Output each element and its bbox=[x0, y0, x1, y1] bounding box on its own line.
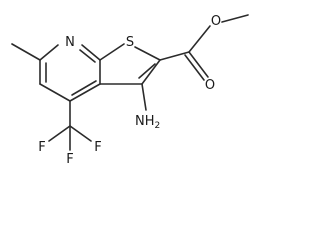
bond-cf3-f-left bbox=[48, 125, 71, 142]
bond-carbonyl-o-double-b bbox=[184, 54, 205, 81]
structure-canvas: N S O O NH2 F F F bbox=[11, 14, 249, 167]
bond-c6-methyl bbox=[11, 43, 41, 61]
atom-fluorine-right: F bbox=[94, 140, 101, 155]
bond-carbonyl-o-single bbox=[188, 25, 211, 53]
bond-o-methyl bbox=[221, 14, 249, 23]
bond-c4-c3a bbox=[69, 83, 101, 102]
bond-c7a-s bbox=[99, 43, 125, 61]
bond-c3-nh2 bbox=[141, 83, 147, 111]
bond-c7a-n-inner bbox=[79, 49, 96, 63]
molecule-structure: N S O O NH2 F F F bbox=[11, 14, 249, 167]
bonds bbox=[11, 14, 249, 151]
bond-c2-c3-inner bbox=[138, 63, 156, 79]
atom-carbonyl-oxygen: O bbox=[205, 78, 215, 93]
atom-fluorine-bottom: F bbox=[66, 152, 73, 167]
bond-c5-c4 bbox=[39, 83, 71, 102]
bond-c2-carbonyl bbox=[159, 51, 190, 61]
atom-labels: N S O O NH2 F F F bbox=[38, 14, 221, 167]
bond-c4-c3a-inner bbox=[71, 80, 97, 96]
atom-nitrogen: N bbox=[65, 35, 75, 50]
bond-s-c2 bbox=[134, 46, 161, 61]
atom-fluorine-left: F bbox=[38, 140, 45, 155]
atom-amine: NH2 bbox=[135, 114, 160, 131]
bond-cf3-f-right bbox=[69, 125, 92, 142]
bond-carbonyl-o-double-a bbox=[188, 51, 209, 78]
bond-c2-c3 bbox=[141, 59, 161, 85]
bond-c6-n bbox=[39, 44, 59, 61]
atom-sulfur: S bbox=[126, 35, 134, 50]
bond-c7a-n bbox=[81, 44, 101, 61]
atom-ester-oxygen: O bbox=[211, 14, 221, 29]
